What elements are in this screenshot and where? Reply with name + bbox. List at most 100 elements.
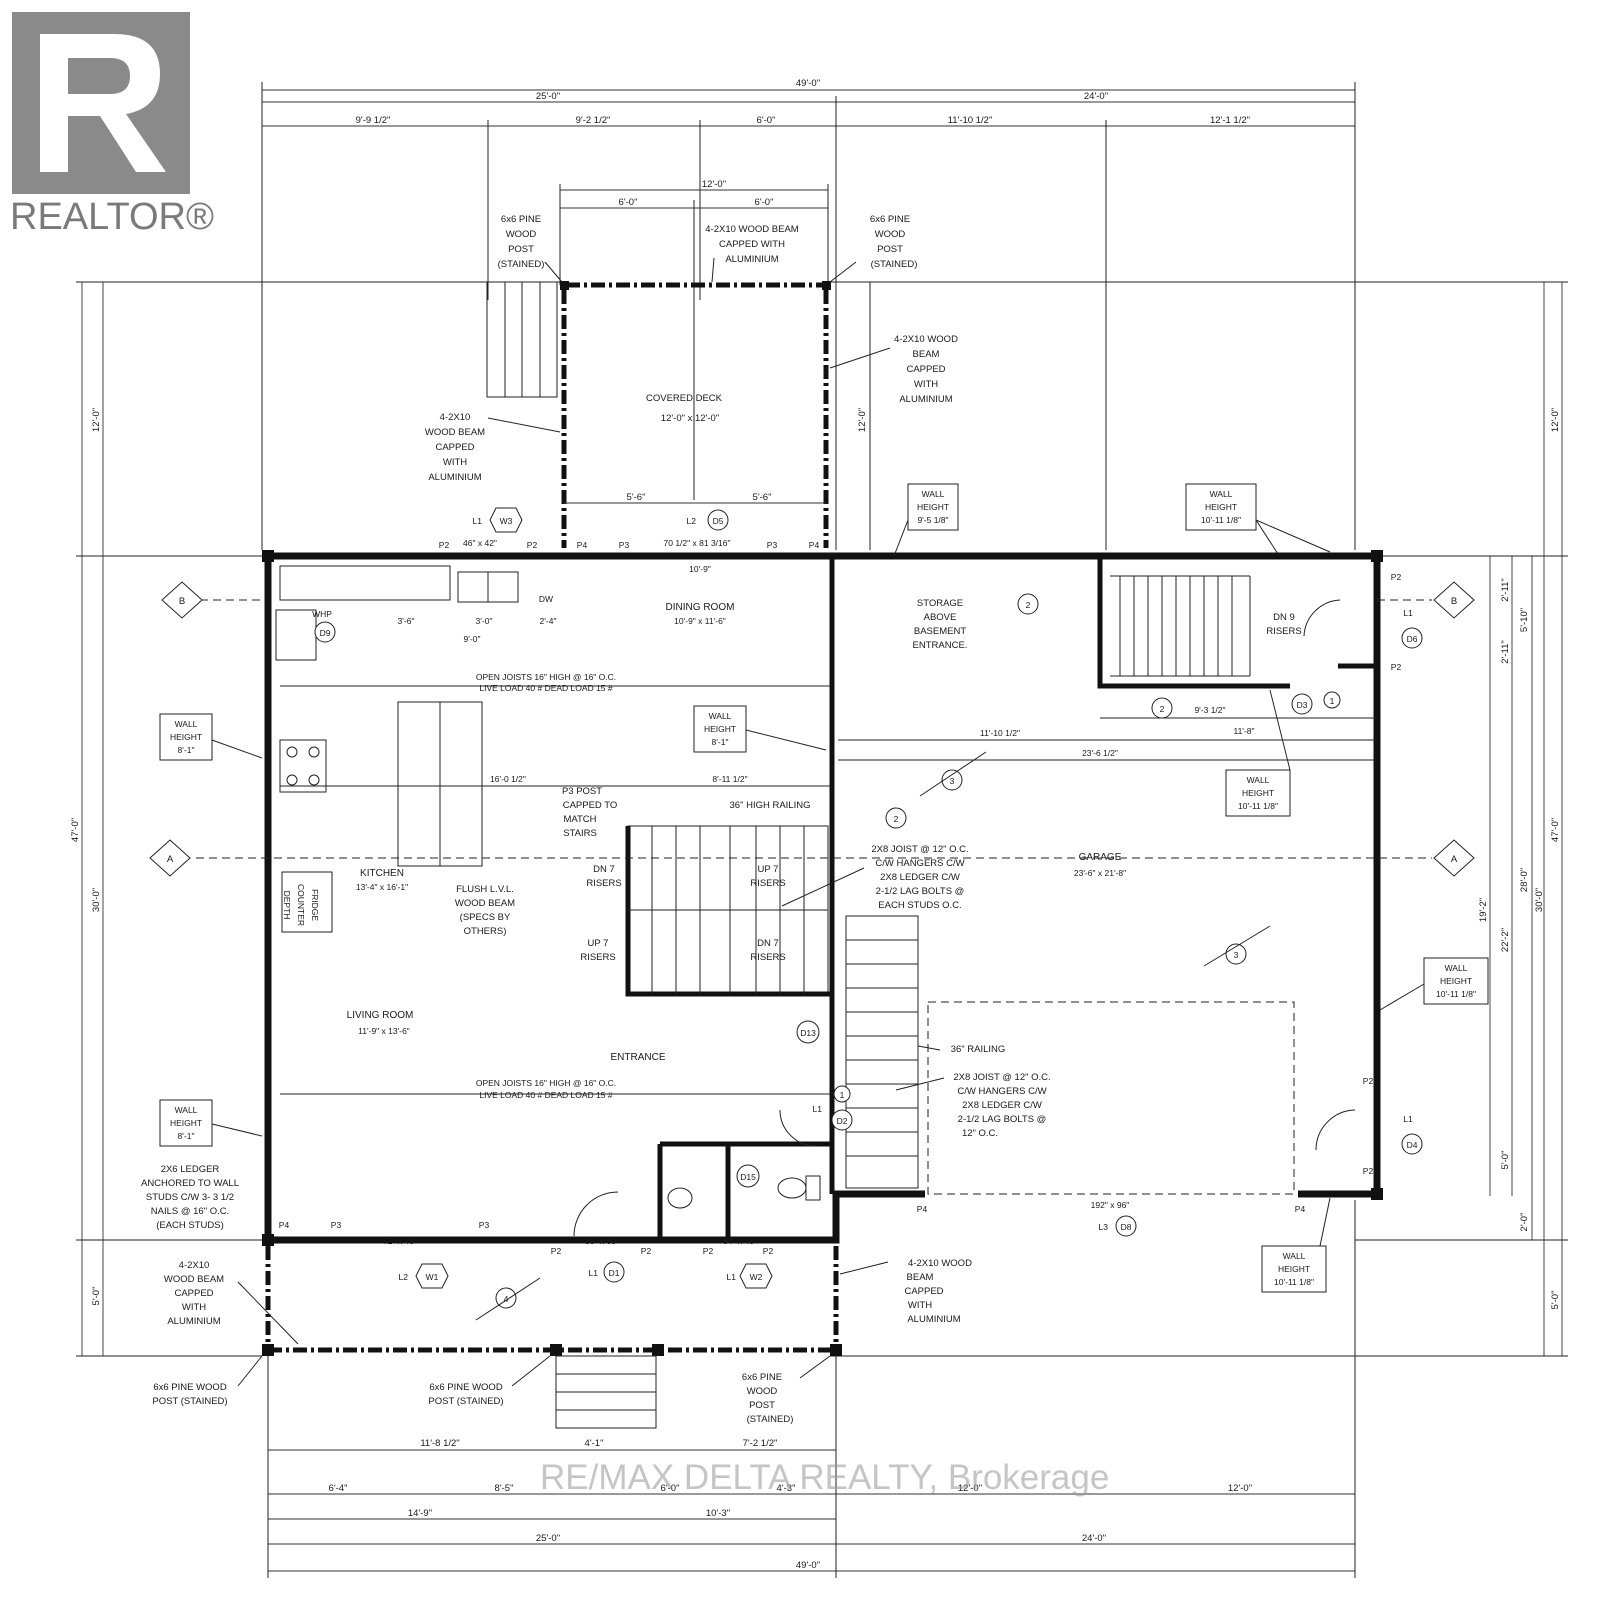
live-load-bottom: LIVE LOAD 40 # DEAD LOAD 15 #: [479, 1090, 613, 1100]
basement-stair-treads: [1119, 576, 1251, 676]
svg-text:D13: D13: [800, 1028, 816, 1038]
svg-text:HEIGHT: HEIGHT: [1278, 1264, 1310, 1274]
porch-beam-right-3: CAPPED: [904, 1286, 943, 1297]
note-beam-left-4: WITH: [443, 457, 467, 468]
svg-text:D4: D4: [1407, 1140, 1418, 1150]
post-bc-1: 6x6 PINE WOOD: [429, 1382, 503, 1393]
fridge-2: COUNTER: [296, 884, 306, 926]
svg-text:WALL: WALL: [1283, 1251, 1306, 1261]
dim-bot1-a: 11'-8 1/2": [420, 1438, 459, 1449]
tag-w2: [739, 1263, 773, 1289]
up7-2: RISERS: [750, 878, 785, 889]
post-bc-2: POST (STAINED): [428, 1396, 503, 1407]
svg-text:HEIGHT: HEIGHT: [917, 502, 949, 512]
svg-text:HEIGHT: HEIGHT: [170, 1118, 202, 1128]
corner-post-br: [1371, 1188, 1383, 1200]
section-b-right: B: [1451, 596, 1457, 607]
joist2-1: 2X8 JOIST @ 12" O.C.: [953, 1072, 1050, 1083]
plan-notes: OPEN JOISTS 16" HIGH @ 16" O.C. LIVE LOA…: [141, 594, 1302, 1425]
dim-right-d: 28'-0": [1519, 868, 1530, 892]
garage-size: 23'-6" x 21'-8": [1074, 868, 1126, 878]
svg-text:D8: D8: [1121, 1222, 1132, 1232]
dw-label: DW: [539, 594, 553, 604]
svg-text:P2: P2: [703, 1246, 714, 1256]
svg-text:WALL: WALL: [175, 1105, 198, 1115]
dim-top-seg-2: 9'-2 1/2": [576, 115, 611, 126]
dim-left-total: 47'-0": [70, 818, 81, 842]
span-arrows: [475, 751, 1271, 1321]
svg-text:D9: D9: [320, 628, 331, 638]
toilet: [777, 1177, 807, 1199]
svg-text:WALL: WALL: [1210, 489, 1233, 499]
right-dimensions: 12'-0" 47'-0" 30'-0" 5'-0" 28'-0" 22'-2"…: [830, 281, 1568, 1357]
svg-text:P3: P3: [767, 540, 778, 550]
dim-bot3-b: 10'-3": [706, 1508, 730, 1519]
kitchen-fixtures: [275, 565, 519, 933]
garage-name: GARAGE: [1079, 852, 1122, 863]
top-dimensions: 49'-0" 25'-0" 24'-0" 9'-9 1/2" 9'-2 1/2"…: [261, 78, 1356, 550]
dim-bot2-e: 12'-0": [958, 1483, 982, 1494]
tag-w1: [415, 1263, 449, 1289]
dim-kitchen-f: 3'-6": [398, 616, 415, 626]
dim-bot-right: 24'-0": [1082, 1533, 1106, 1544]
dim-deck-bottom-2: 5'-6": [753, 492, 772, 503]
living-name: LIVING ROOM: [347, 1010, 414, 1021]
svg-text:HEIGHT: HEIGHT: [1242, 788, 1274, 798]
living-size: 11'-9" x 13'-6": [358, 1026, 410, 1036]
svg-text:W1: W1: [426, 1272, 439, 1282]
porch-beam-left-4: WITH: [182, 1302, 206, 1313]
note-beam-side-5: ALUMINIUM: [899, 394, 952, 405]
ledger-3: STUDS C/W 3- 3 1/2: [146, 1192, 234, 1203]
svg-text:D3: D3: [1297, 700, 1308, 710]
left-dimensions: 47'-0" 12'-0" 30'-0" 5'-0": [70, 281, 560, 1357]
wall-height-e: WALL HEIGHT 10'-11 1/8": [1225, 689, 1291, 817]
wall-height-c: WALL HEIGHT 8'-1": [159, 713, 263, 761]
up7-b-1: UP 7: [588, 938, 609, 949]
wall-height-tags: WALL HEIGHT 9'-5 1/8" WALL HEIGHT 10'-11…: [159, 483, 1489, 1293]
svg-text:W2: W2: [750, 1272, 763, 1282]
whp-label: WHP: [312, 609, 332, 619]
svg-text:3: 3: [1234, 950, 1239, 960]
joist-2: C/W HANGERS C/W: [875, 858, 964, 869]
fridge-3: DEPTH: [282, 891, 292, 920]
tag-d13: [796, 1020, 820, 1044]
wall-height-h: WALL HEIGHT 10'-11 1/8": [1261, 1197, 1331, 1293]
svg-text:HEIGHT: HEIGHT: [1440, 976, 1472, 986]
svg-text:P4: P4: [577, 540, 588, 550]
powder-sink: [667, 1187, 693, 1209]
dim-deck-total: 12'-0": [702, 179, 726, 190]
dim-stair-b: 11'-8": [1233, 726, 1254, 736]
dim-stair-c: 9'-3 1/2": [1194, 705, 1225, 715]
svg-text:10'-11 1/8": 10'-11 1/8": [1238, 801, 1278, 811]
open-joists-top: OPEN JOISTS 16" HIGH @ 16" O.C.: [476, 672, 616, 682]
svg-text:2: 2: [894, 814, 899, 824]
porch-beam-left-5: ALUMINIUM: [167, 1316, 220, 1327]
dim-bot-total: 49'-0": [796, 1560, 820, 1571]
covered-deck: 12'-0" 6'-0" 6'-0" COVERED DECK 12'-0" x…: [486, 179, 871, 550]
svg-text:P2: P2: [763, 1246, 774, 1256]
svg-text:P3: P3: [331, 1220, 342, 1230]
dim-top-seg-5: 12'-1 1/2": [1210, 115, 1250, 126]
dim-bot2-c: 6'-0": [661, 1483, 680, 1494]
storage-3: BASEMENT: [914, 626, 966, 637]
d5-size: 70 1/2" x 81 3/16": [664, 538, 731, 548]
note-beam-left-1: 4-2X10: [440, 412, 471, 423]
tag-1-d3: [1323, 691, 1341, 709]
dim-right-e: 22'-2": [1500, 928, 1511, 952]
powder-fixtures: [667, 1175, 821, 1209]
post-br-1: 6x6 PINE: [742, 1372, 782, 1383]
live-load-top: LIVE LOAD 40 # DEAD LOAD 15 #: [479, 683, 613, 693]
joist-3: 2X8 LEDGER C/W: [880, 872, 960, 883]
joist2-2: C/W HANGERS C/W: [957, 1086, 1046, 1097]
ledger-1: 2X6 LEDGER: [161, 1164, 220, 1175]
porch-beam-left-3: CAPPED: [174, 1288, 213, 1299]
svg-text:10'-11 1/8": 10'-11 1/8": [1201, 515, 1241, 525]
wall-height-d: WALL HEIGHT 8'-1": [693, 705, 827, 753]
svg-text:P2: P2: [641, 1246, 652, 1256]
railing-36: 36" RAILING: [951, 1044, 1006, 1055]
dim-bot1-c: 7'-2 1/2": [743, 1438, 778, 1449]
tag-2-a: [1017, 593, 1039, 615]
section-a-left: A: [167, 854, 174, 865]
dim-top-total: 49'-0": [796, 78, 820, 89]
dim-top-left: 25'-0": [536, 91, 560, 102]
